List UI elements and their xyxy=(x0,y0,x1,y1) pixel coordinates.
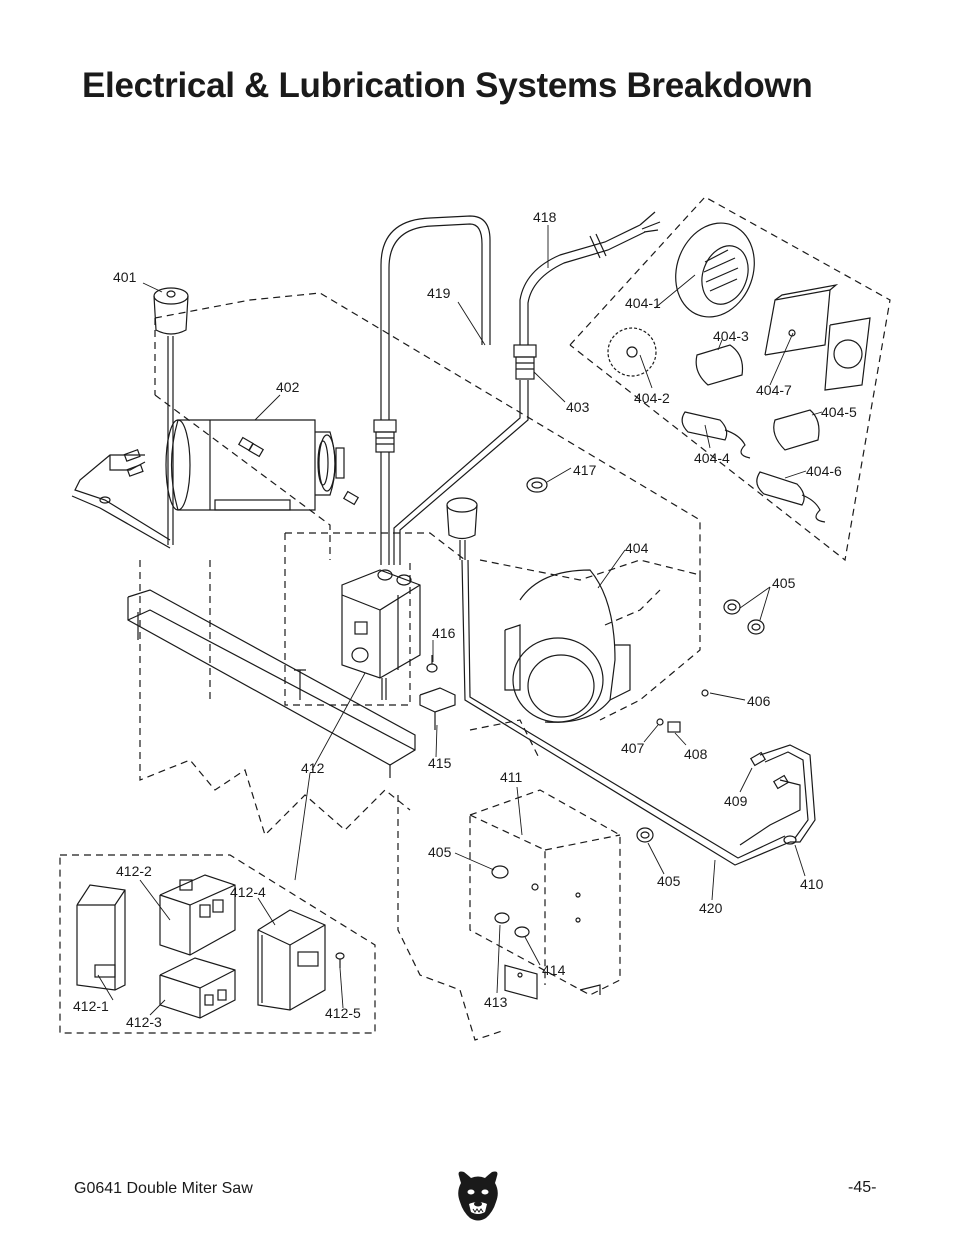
label-409: 409 xyxy=(724,793,748,809)
capacitor-404-6 xyxy=(756,471,826,523)
hardware-406-408 xyxy=(656,689,709,733)
switch-box xyxy=(341,569,421,700)
frame-outline xyxy=(139,292,701,1041)
right-wire-harness xyxy=(739,744,816,846)
part-labels: 401 402 403 404 404-1 404-2 404-3 404-4 … xyxy=(73,209,857,1030)
fan-cover-404-1 xyxy=(675,222,755,318)
motor-parts-detail-box xyxy=(569,196,891,562)
label-412-2: 412-2 xyxy=(116,863,152,879)
label-412-4: 412-4 xyxy=(230,884,266,900)
page-title: Electrical & Lubrication Systems Breakdo… xyxy=(82,66,813,105)
blade-motor-402 xyxy=(165,419,360,511)
contactor-412-2 xyxy=(159,874,236,956)
label-404-6: 404-6 xyxy=(806,463,842,479)
electrical-cabinet xyxy=(469,789,621,1000)
fan-404-2 xyxy=(607,327,657,377)
label-404: 404 xyxy=(625,540,649,556)
label-417: 417 xyxy=(573,462,597,478)
label-404-2: 404-2 xyxy=(634,390,670,406)
label-407: 407 xyxy=(621,740,645,756)
label-412: 412 xyxy=(301,760,325,776)
contactor-detail-box xyxy=(59,854,376,1034)
grommet-405-mid xyxy=(636,827,654,843)
left-wire-harness xyxy=(71,449,171,549)
label-419: 419 xyxy=(427,285,451,301)
label-412-5: 412-5 xyxy=(325,1005,361,1021)
aux-contact-412-3 xyxy=(159,957,236,1019)
label-405-left: 405 xyxy=(428,844,452,860)
label-414: 414 xyxy=(542,962,566,978)
label-401: 401 xyxy=(113,269,137,285)
grommets-405-right xyxy=(723,599,765,635)
label-403: 403 xyxy=(566,399,590,415)
junction-box-404-7 xyxy=(764,283,871,391)
grommet-417 xyxy=(526,477,548,493)
label-404-1: 404-1 xyxy=(625,295,661,311)
contactor-cover-412-1 xyxy=(76,884,126,991)
label-412-3: 412-3 xyxy=(126,1014,162,1030)
capacitor-cover-404-3 xyxy=(695,344,744,386)
label-420: 420 xyxy=(699,900,723,916)
capacitor-cover-404-5 xyxy=(773,409,820,451)
power-cord-418 xyxy=(393,211,661,565)
label-416: 416 xyxy=(432,625,456,641)
label-418: 418 xyxy=(533,209,557,225)
bear-head-logo-icon xyxy=(458,1171,498,1221)
label-413: 413 xyxy=(484,994,508,1010)
conduit-419 xyxy=(373,215,491,565)
label-402: 402 xyxy=(276,379,300,395)
label-412-1: 412-1 xyxy=(73,998,109,1014)
label-404-3: 404-3 xyxy=(713,328,749,344)
label-404-7: 404-7 xyxy=(756,382,792,398)
drive-motor-404 xyxy=(504,569,631,723)
label-408: 408 xyxy=(684,746,708,762)
terminal-415 xyxy=(294,655,456,730)
label-406: 406 xyxy=(747,693,771,709)
label-415: 415 xyxy=(428,755,452,771)
label-404-5: 404-5 xyxy=(821,404,857,420)
leader-lines xyxy=(97,225,823,1016)
screw-412-5 xyxy=(335,952,345,968)
label-404-4: 404-4 xyxy=(694,450,730,466)
label-405-mid: 405 xyxy=(657,873,681,889)
overload-relay-412-4 xyxy=(257,909,326,1011)
label-411: 411 xyxy=(500,769,523,785)
manual-name: G0641 Double Miter Saw xyxy=(74,1180,253,1197)
label-405-right: 405 xyxy=(772,575,796,591)
page-number: -45- xyxy=(848,1179,877,1196)
mounting-rail xyxy=(127,589,416,778)
label-410: 410 xyxy=(800,876,824,892)
capacitor-404-4 xyxy=(681,411,751,459)
oil-cup-center xyxy=(446,497,791,866)
